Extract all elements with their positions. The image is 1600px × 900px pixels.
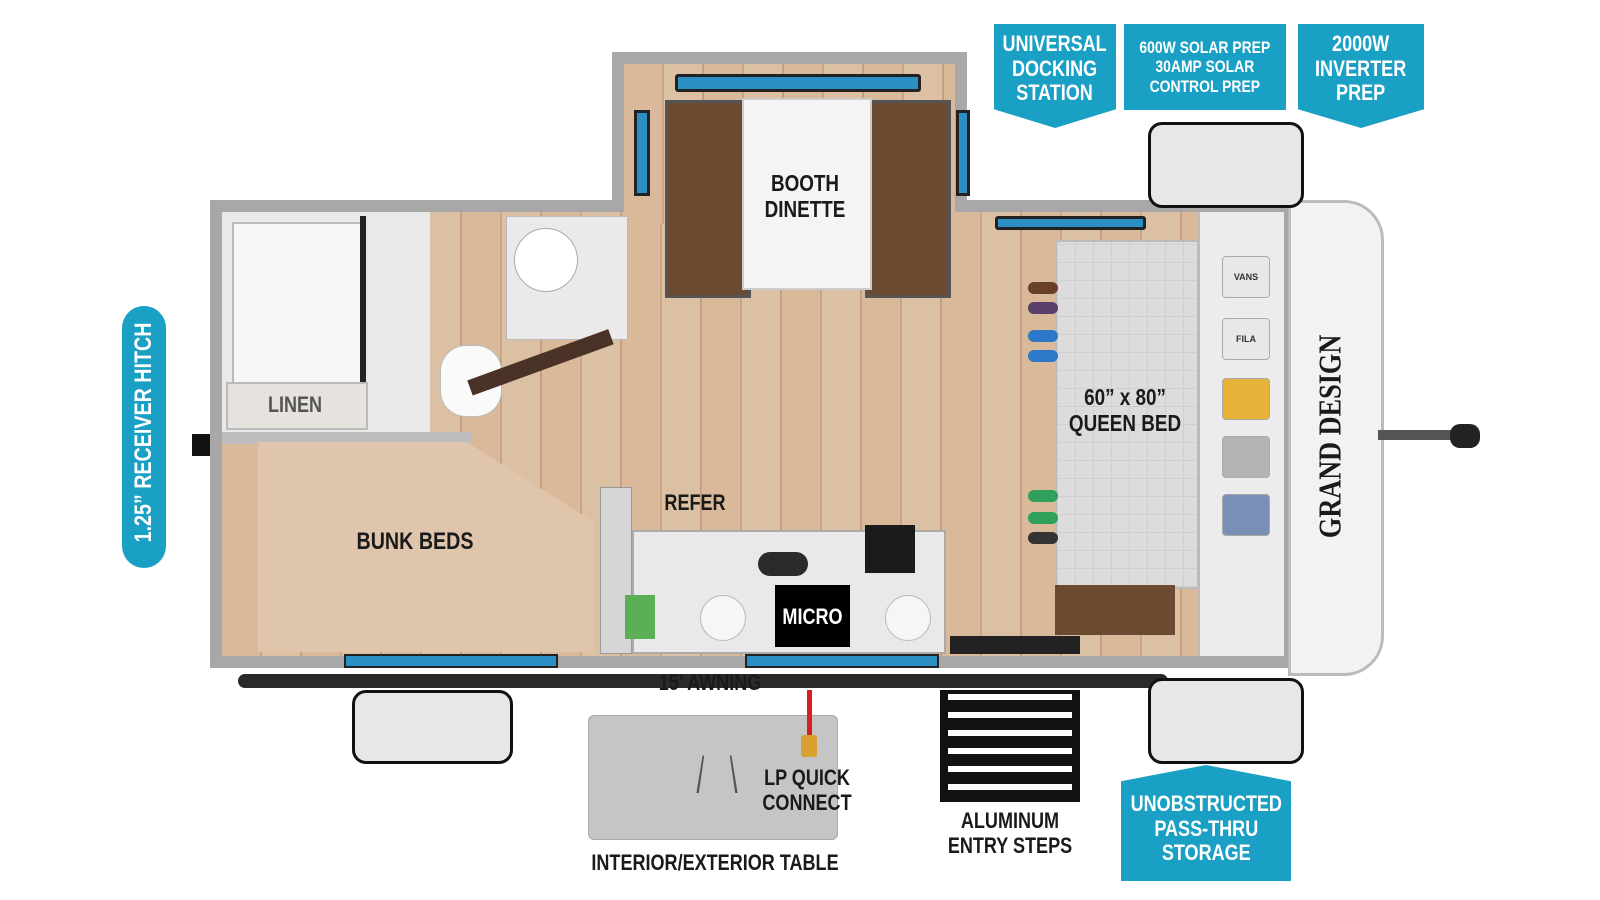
shirt bbox=[1222, 436, 1270, 478]
dish-rack bbox=[625, 595, 655, 639]
slideout-window-right bbox=[956, 110, 970, 196]
shoe bbox=[1028, 532, 1058, 544]
queen-bed-label: 60” x 80” QUEEN BED bbox=[1068, 384, 1182, 437]
kitchen-sink bbox=[758, 552, 808, 576]
queen-bed bbox=[1055, 240, 1199, 589]
booth-seat-right bbox=[865, 100, 951, 298]
shirt: FILA bbox=[1222, 318, 1270, 360]
entry-steps-label: ALUMINUM ENTRY STEPS bbox=[947, 808, 1073, 859]
refer-label: REFER bbox=[664, 490, 726, 515]
shoe bbox=[1028, 490, 1058, 502]
lp-quick-connect-label: LP QUICK CONNECT bbox=[762, 765, 852, 816]
brand-logo: GRAND DESIGN bbox=[1311, 334, 1348, 539]
shoe bbox=[1028, 302, 1058, 314]
entry-steps bbox=[940, 690, 1080, 802]
shower-curtain bbox=[360, 216, 366, 396]
shirt: VANS bbox=[1222, 256, 1270, 298]
table-label: INTERIOR/EXTERIOR TABLE bbox=[591, 850, 839, 875]
receiver-hitch-badge bbox=[122, 306, 166, 568]
linen-cabinet bbox=[226, 382, 368, 430]
stovetop bbox=[865, 525, 915, 573]
docking-station-banner: UNIVERSAL DOCKING STATION bbox=[994, 24, 1116, 128]
wheel-bottom-rear bbox=[352, 690, 513, 764]
bath-divider-wall bbox=[222, 432, 472, 444]
slideout-window-top bbox=[675, 74, 921, 92]
slideout-window-left bbox=[634, 110, 650, 196]
shoe bbox=[1028, 512, 1058, 524]
receiver-hitch-label: 1.25” RECEIVER HITCH bbox=[130, 322, 158, 543]
bunk-window bbox=[344, 654, 558, 668]
bunk-beds-label: BUNK BEDS bbox=[356, 528, 474, 555]
kitchen-window bbox=[745, 654, 939, 668]
a-frame-hitch bbox=[1378, 430, 1458, 440]
shoe bbox=[1028, 330, 1058, 342]
lp-hose bbox=[807, 690, 812, 740]
wheel-top-front bbox=[1148, 122, 1304, 208]
shower bbox=[232, 222, 366, 396]
plate-left bbox=[700, 595, 746, 641]
booth-seat-left bbox=[665, 100, 751, 298]
booth-dinette-label: BOOTH DINETTE bbox=[764, 170, 846, 223]
solar-prep-banner: 600W SOLAR PREP 30AMP SOLAR CONTROL PREP bbox=[1124, 24, 1286, 110]
dinette-table bbox=[742, 98, 872, 290]
pass-thru-storage-banner: UNOBSTRUCTED PASS-THRU STORAGE bbox=[1121, 765, 1291, 881]
shoe bbox=[1028, 350, 1058, 362]
awning-bar bbox=[238, 674, 1168, 688]
shirt bbox=[1222, 494, 1270, 536]
linen-label: LINEN bbox=[267, 392, 323, 417]
front-cap bbox=[1288, 200, 1384, 676]
interior-exterior-table bbox=[588, 715, 838, 840]
microwave bbox=[775, 585, 850, 647]
plate-right bbox=[885, 595, 931, 641]
wheel-bottom-front bbox=[1148, 678, 1304, 764]
table-logo-icon bbox=[696, 755, 738, 794]
shoe bbox=[1028, 282, 1058, 294]
awning-label: 15’ AWNING bbox=[658, 670, 762, 695]
entry-mat bbox=[950, 636, 1080, 654]
lp-connector bbox=[801, 735, 817, 757]
hitch-coupler bbox=[1450, 424, 1480, 448]
micro-label: MICRO bbox=[782, 604, 843, 629]
receiver-hitch-nub bbox=[192, 434, 210, 456]
bathroom-sink bbox=[514, 228, 578, 292]
bed-base bbox=[1055, 585, 1175, 635]
inverter-prep-banner: 2000W INVERTER PREP bbox=[1298, 24, 1424, 128]
shirt bbox=[1222, 378, 1270, 420]
front-window-top bbox=[995, 216, 1146, 230]
